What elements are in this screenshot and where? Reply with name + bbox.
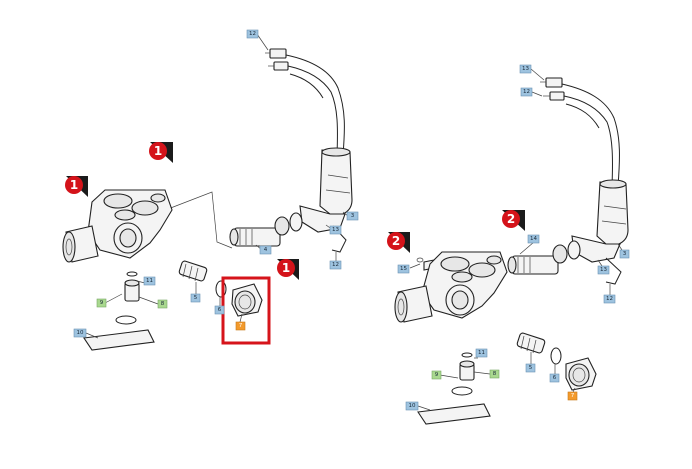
- svg-text:3: 3: [623, 251, 627, 257]
- left-connector-plug: [265, 48, 289, 71]
- badge-number: 1: [70, 178, 78, 192]
- right-valve-insert: [507, 240, 581, 275]
- svg-text:13: 13: [522, 66, 529, 72]
- left-tag-4: 4: [255, 244, 272, 255]
- right-cable: [561, 83, 620, 187]
- right-check-valve: [516, 332, 546, 354]
- svg-text:14: 14: [530, 236, 537, 242]
- right-tag-12-bottom: 12: [603, 284, 616, 304]
- right-pressure-switch: [571, 179, 629, 263]
- badge-number: 2: [507, 212, 515, 226]
- left-tag-3: 3: [342, 211, 359, 221]
- svg-text:4: 4: [264, 247, 268, 253]
- left-cable: [285, 54, 345, 156]
- svg-text:12: 12: [332, 262, 339, 268]
- left-plug: [231, 283, 263, 317]
- svg-text:12: 12: [523, 89, 530, 95]
- svg-text:12: 12: [249, 31, 256, 37]
- left-tag-10: 10: [73, 328, 99, 339]
- right-tag-6: 6: [549, 364, 560, 383]
- svg-text:15: 15: [400, 266, 407, 272]
- svg-text:7: 7: [239, 323, 243, 329]
- left-tag-7: 7: [235, 313, 246, 331]
- svg-text:6: 6: [553, 375, 557, 381]
- svg-text:11: 11: [478, 350, 485, 356]
- left-tag-6: 6: [214, 297, 225, 315]
- right-small-parts: [417, 352, 491, 425]
- right-tag-11: 11: [474, 348, 488, 359]
- right-tag-5: 5: [525, 352, 536, 373]
- right-tag-10: 10: [405, 401, 431, 411]
- left-o-ring: [215, 280, 227, 298]
- svg-text:8: 8: [161, 301, 165, 307]
- left-tag-9: 9: [96, 293, 123, 308]
- badge-number: 2: [392, 234, 400, 248]
- right-tag-9: 9: [431, 370, 459, 380]
- svg-text:8: 8: [493, 371, 497, 377]
- left-tag-12-bottom: 12: [329, 252, 342, 270]
- right-hook-wire: [605, 257, 622, 285]
- svg-text:12: 12: [606, 296, 613, 302]
- left-valve-insert: [229, 212, 303, 247]
- left-tag-13: 13: [325, 224, 342, 235]
- svg-text:13: 13: [332, 227, 339, 233]
- svg-text:13: 13: [600, 267, 607, 273]
- left-check-valve: [178, 260, 208, 282]
- left-tag-5: 5: [190, 282, 201, 303]
- right-tag-3: 3: [617, 243, 630, 259]
- right-tag-15: 15: [397, 263, 421, 274]
- svg-text:3: 3: [351, 213, 355, 219]
- right-tag-13: 13: [597, 259, 610, 275]
- left-badge-1: 1: [65, 176, 88, 197]
- right-tag-12-top: 12: [520, 87, 543, 97]
- left-tag-8: 8: [138, 296, 168, 309]
- right-badge-2: 2: [502, 210, 525, 231]
- left-pressure-switch: [299, 147, 353, 233]
- right-o-ring: [550, 347, 562, 365]
- left-manifold-block: [62, 189, 173, 263]
- left-badge-2: 1: [149, 142, 173, 163]
- right-assembly: 2 2 13 12 3 13: [387, 64, 630, 425]
- left-assembly: 1 1 1 12 3 13: [62, 29, 359, 351]
- svg-text:5: 5: [194, 295, 198, 301]
- right-tag-8: 8: [473, 369, 500, 379]
- svg-text:7: 7: [571, 393, 575, 399]
- svg-text:6: 6: [218, 307, 222, 313]
- right-manifold-block: [394, 251, 508, 323]
- left-tag-11: 11: [136, 276, 156, 286]
- svg-text:10: 10: [77, 330, 84, 336]
- left-tag-12-top: 12: [246, 29, 269, 51]
- left-badge-3: 1: [277, 259, 299, 280]
- right-tag-13-top: 13: [519, 64, 545, 81]
- svg-text:5: 5: [529, 365, 533, 371]
- left-small-parts: [83, 271, 155, 351]
- svg-text:9: 9: [100, 300, 104, 306]
- right-plug: [565, 357, 597, 391]
- right-badge-1: 2: [387, 232, 410, 253]
- svg-text:10: 10: [409, 403, 416, 409]
- right-tag-7: 7: [567, 387, 578, 401]
- right-tag-14: 14: [519, 234, 540, 255]
- svg-text:9: 9: [435, 372, 439, 378]
- right-connector-plug: [540, 77, 565, 101]
- badge-number: 1: [282, 261, 290, 275]
- svg-text:11: 11: [146, 278, 153, 284]
- badge-number: 1: [154, 144, 162, 158]
